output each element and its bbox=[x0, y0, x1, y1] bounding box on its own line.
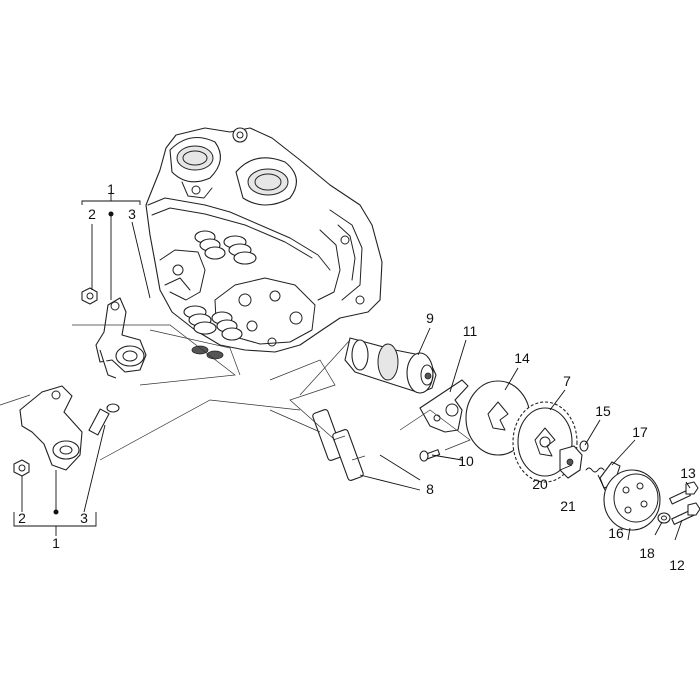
rocker-shaft-bolt bbox=[88, 403, 120, 436]
bolt-12 bbox=[671, 502, 700, 525]
callout-16: 16 bbox=[608, 525, 624, 541]
callout-3-top: 3 bbox=[128, 206, 136, 222]
callout-7: 7 bbox=[563, 373, 571, 389]
bolt-13 bbox=[669, 481, 699, 505]
callout-13: 13 bbox=[680, 465, 696, 481]
cover-16 bbox=[603, 469, 661, 531]
callout-15: 15 bbox=[595, 403, 611, 419]
screw-10 bbox=[419, 449, 441, 462]
callout-9: 9 bbox=[426, 310, 434, 326]
cylinder-head bbox=[145, 127, 383, 360]
callout-21: 21 bbox=[560, 498, 576, 514]
callout-10: 10 bbox=[458, 453, 474, 469]
rocker-arm-upper bbox=[95, 297, 147, 379]
callout-1-bottom: 1 bbox=[52, 535, 60, 551]
callout-17: 17 bbox=[632, 424, 648, 440]
pins-8 bbox=[312, 409, 366, 481]
ref-dot bbox=[108, 211, 114, 217]
callout-14: 14 bbox=[514, 350, 530, 366]
callout-18: 18 bbox=[639, 545, 655, 561]
ref-dot bbox=[53, 509, 59, 515]
callout-2-top: 2 bbox=[88, 206, 96, 222]
leader-lines bbox=[0, 192, 691, 541]
decompressor-plate bbox=[419, 379, 469, 433]
lever-20 bbox=[559, 445, 583, 479]
camshaft bbox=[344, 337, 437, 394]
callout-20: 20 bbox=[532, 476, 548, 492]
valve-springs bbox=[183, 230, 257, 360]
callout-1-top: 1 bbox=[107, 181, 115, 197]
callout-12: 12 bbox=[669, 557, 685, 573]
callout-3-bottom: 3 bbox=[80, 510, 88, 526]
washer-18 bbox=[657, 512, 671, 524]
adjuster-nuts bbox=[13, 287, 98, 477]
callout-11: 11 bbox=[462, 323, 478, 339]
callout-8: 8 bbox=[426, 481, 434, 497]
callout-2-bottom: 2 bbox=[18, 510, 26, 526]
spring-21 bbox=[585, 467, 605, 473]
rocker-arm-lower bbox=[19, 385, 83, 471]
